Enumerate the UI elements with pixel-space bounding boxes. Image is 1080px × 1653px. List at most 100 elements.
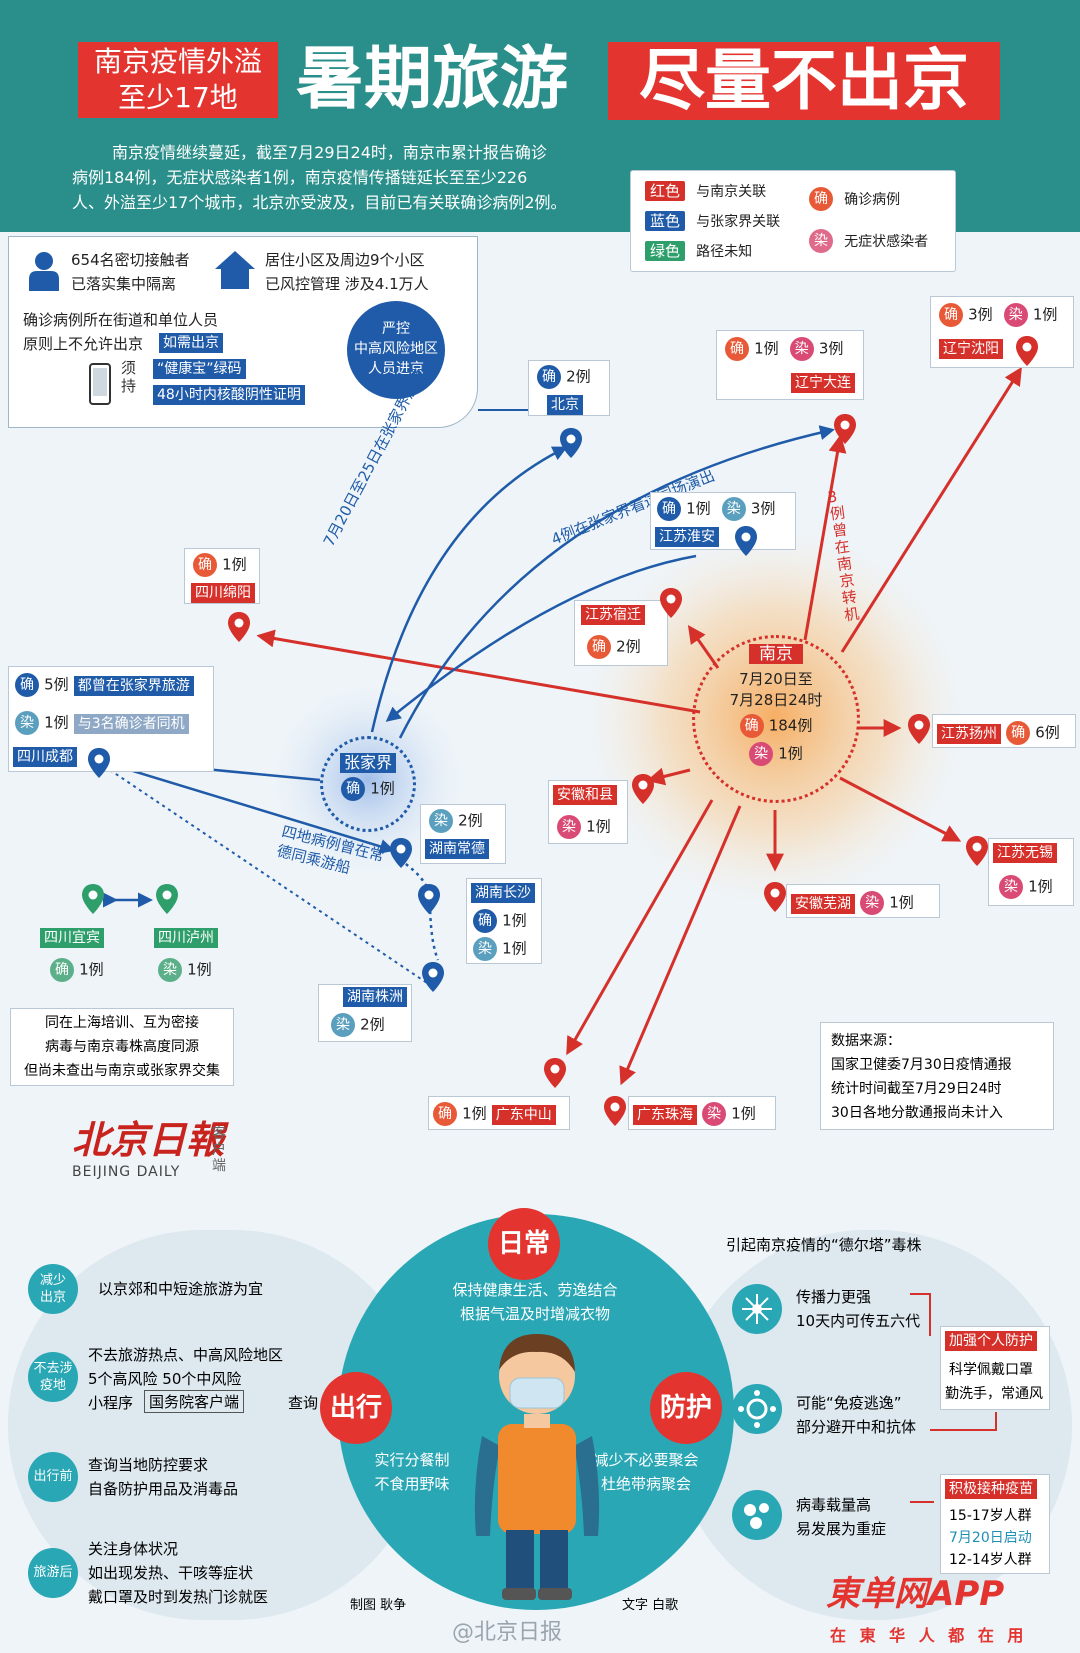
beijing-name: 北京	[547, 395, 583, 415]
asym-icon: 染	[702, 1102, 727, 1126]
asym-icon: 染	[473, 937, 497, 961]
advice-vaccine: 积极接种疫苗 15-17岁人群 7月20日启动 12-14岁人群	[940, 1474, 1050, 1574]
legend: 红色 与南京关联 蓝色 与张家界关联 绿色 路径未知 确 确诊病例 染 无症状感…	[630, 170, 956, 272]
zhongshan-name: 广东中山	[491, 1104, 556, 1125]
city-changsha: 湖南长沙 确 1例 染 1例	[466, 878, 542, 964]
zhongshan-confirm: 1例	[462, 1104, 487, 1123]
header-banner: 南京疫情外溢 至少17地 暑期旅游 尽量不出京 南京疫情继续蔓延，截至7月29日…	[0, 0, 1080, 232]
asym-icon: 染	[999, 875, 1023, 899]
advice1-title: 加强个人防护	[945, 1331, 1037, 1351]
map-pin-icon	[632, 774, 654, 804]
logo-cn: 北京日報	[72, 1117, 225, 1162]
city-yangzhou: 江苏扬州 确 6例	[932, 714, 1076, 748]
protect-text: 减少不必要聚会 杜绝带病聚会	[576, 1448, 716, 1496]
mianyang-name: 四川绵阳	[191, 583, 255, 603]
city-shenyang: 确 3例 染 1例 辽宁沈阳	[930, 296, 1074, 368]
city-suqian: 江苏宿迁 确 2例	[574, 600, 668, 666]
delta-item2-line1: 可能“免疫逃逸”	[796, 1394, 902, 1412]
community-line2: 已风控管理 涉及4.1万人	[265, 275, 429, 293]
chengdu-asym-note: 与3名确诊者同机	[73, 713, 189, 734]
advice2-line: 7月20日启动	[949, 1530, 1032, 1546]
legend-asym-text: 无症状感染者	[844, 233, 929, 250]
tip-line: 国务院客户端	[144, 1390, 245, 1413]
daily-line: 根据气温及时增减衣物	[459, 1305, 610, 1323]
map-pin-icon	[88, 748, 110, 778]
main-title-left: 暑期旅游	[296, 40, 569, 119]
community-line1: 居住小区及周边9个小区	[265, 251, 425, 269]
rule-line2: 原则上不允许出京	[23, 335, 144, 353]
travel-line: 不食用野味	[374, 1475, 450, 1493]
suqian-confirm: 2例	[616, 637, 641, 656]
map-pin-icon	[422, 962, 444, 992]
advice2-line: 15-17岁人群	[949, 1508, 1032, 1524]
city-zhuhai: 广东珠海 染 1例	[628, 1096, 776, 1130]
delta-item2-line2: 部分避开中和抗体	[796, 1418, 917, 1436]
badge-line1: 南京疫情外溢	[93, 45, 262, 78]
tip-line: 如出现发热、干咳等症状	[88, 1564, 254, 1582]
asym-icon: 染	[809, 229, 833, 253]
masked-traveler-illustration	[474, 1334, 600, 1600]
delta-item3-line1: 病毒载量高	[796, 1496, 872, 1514]
advice1-line: 勤洗手，常通风	[945, 1386, 1043, 1402]
data-source: 数据来源： 国家卫健委7月30日疫情通报 统计时间截至7月29日24时 30日各…	[820, 1022, 1054, 1130]
map-pin-icon	[156, 884, 178, 914]
legend-asym: 染 无症状感染者	[809, 229, 928, 253]
intro-line: 人、外溢至少17个城市，北京亦受波及，目前已有关联确诊病例2例。	[72, 193, 567, 212]
legend-blue-tag: 蓝色	[645, 211, 686, 231]
legend-red: 红色 与南京关联	[645, 181, 766, 201]
tip-label: 减少出京	[28, 1264, 78, 1314]
daily-line: 保持健康生活、劳逸结合	[452, 1281, 618, 1299]
asym-icon: 染	[557, 815, 581, 839]
map-pin-icon	[544, 1058, 566, 1088]
house-icon	[213, 249, 257, 291]
phone-icon	[89, 363, 111, 405]
protect-badge: 防护	[650, 1372, 722, 1444]
map-pin-icon	[1016, 336, 1038, 366]
map-pin-icon	[604, 1096, 626, 1126]
tip-label: 旅游后	[28, 1548, 78, 1598]
intro-text: 南京疫情继续蔓延，截至7月29日24时，南京市累计报告确诊 病例184例，无症状…	[72, 140, 632, 215]
zhuhai-asym: 1例	[731, 1104, 756, 1123]
confirm-icon: 确	[809, 187, 833, 211]
city-wuxi: 江苏无锡 染 1例	[988, 838, 1074, 906]
shenyang-asym: 1例	[1032, 305, 1058, 324]
delta-item1-line2: 10天内可传五六代	[796, 1312, 921, 1330]
shenyang-name: 辽宁沈阳	[939, 339, 1003, 359]
zhangjiajie-hub: 张家界 确 1例	[320, 736, 416, 832]
wuxi-asym: 1例	[1028, 877, 1053, 896]
huaian-asym: 3例	[750, 499, 776, 518]
viral-load-icon	[732, 1490, 782, 1540]
main-title-right: 尽量不出京	[608, 42, 1000, 120]
map-pin-icon	[908, 714, 930, 744]
confirm-icon: 确	[939, 303, 963, 327]
asym-icon: 染	[429, 809, 453, 833]
city-hexian: 安徽和县 染 1例	[548, 780, 628, 844]
advice2-line: 12-14岁人群	[949, 1552, 1032, 1568]
advice-protection: 加强个人防护 科学佩戴口罩 勤洗手，常通风	[940, 1326, 1050, 1410]
map-pin-icon	[418, 884, 440, 914]
confirm-icon: 确	[15, 673, 39, 697]
zhuzhou-name: 湖南株洲	[343, 987, 407, 1007]
confirm-icon: 确	[50, 958, 74, 982]
huaian-name: 江苏淮安	[655, 527, 719, 547]
intro-line: 南京疫情继续蔓延，截至7月29日24时，南京市累计报告确诊	[112, 143, 547, 162]
luzhou-count: 染 1例	[158, 958, 212, 982]
beijing-confirm: 2例	[566, 367, 591, 386]
immune-escape-icon	[732, 1384, 782, 1434]
luzhou-name: 四川泸州	[154, 928, 218, 948]
hexian-asym: 1例	[586, 817, 611, 836]
tip-line: 自备防护用品及消毒品	[88, 1480, 239, 1498]
chengdu-confirm: 5例	[44, 675, 69, 694]
map-pin-icon	[82, 884, 104, 914]
intro-line: 病例184例，无症状感染者1例，南京疫情传播链延长至至少226	[72, 168, 528, 187]
wuhu-asym: 1例	[889, 893, 914, 912]
asym-icon: 染	[158, 958, 182, 982]
legend-green: 绿色 路径未知	[645, 241, 752, 261]
nanjing-asym: 1例	[778, 744, 803, 763]
tip-line: 关注身体状况	[88, 1540, 179, 1558]
asym-icon: 染	[721, 497, 746, 521]
asym-icon: 染	[15, 711, 39, 735]
city-changde: 染 2例 湖南常德	[420, 804, 506, 864]
legend-confirm-text: 确诊病例	[844, 191, 901, 208]
